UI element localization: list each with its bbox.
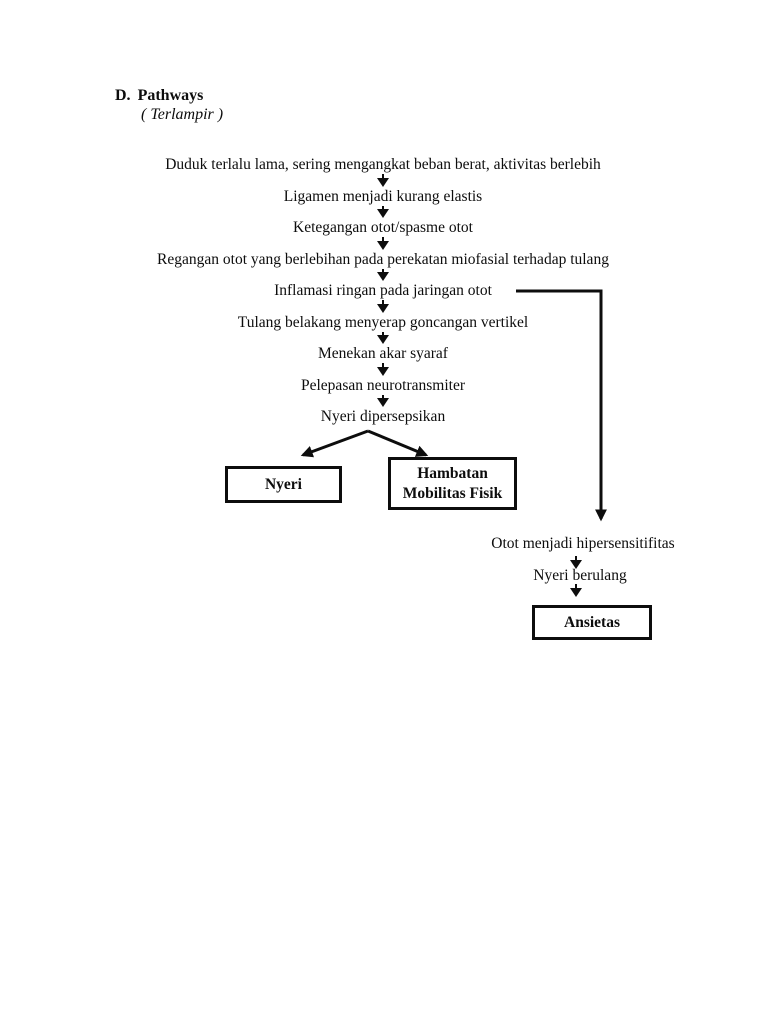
section-title: Pathways bbox=[137, 87, 204, 104]
side-branch-step: Nyeri berulang bbox=[533, 567, 627, 584]
pathway-step: Regangan otot yang berlebihan pada perek… bbox=[157, 250, 609, 268]
branch-right-arrow bbox=[367, 429, 429, 457]
section-heading: D. Pathways bbox=[115, 86, 203, 105]
down-arrow-icon bbox=[377, 237, 390, 250]
outcome-box-hambatan-mobilitas-fisik: Hambatan Mobilitas Fisik bbox=[388, 457, 517, 510]
outcome-box-label: Ansietas bbox=[564, 613, 620, 631]
side-branch-step: Otot menjadi hipersensitifitas bbox=[491, 535, 675, 552]
pathway-step: Ligamen menjadi kurang elastis bbox=[283, 187, 483, 205]
pathway-step: Ketegangan otot/spasme otot bbox=[293, 219, 473, 236]
outcome-box-label-line: Mobilitas Fisik bbox=[402, 484, 503, 502]
section-letter: D. bbox=[115, 87, 131, 104]
down-arrow-icon bbox=[377, 300, 390, 313]
outcome-box-label: Nyeri bbox=[264, 475, 302, 493]
pathway-step: Inflamasi ringan pada jaringan otot bbox=[274, 282, 492, 299]
pathway-step: Nyeri dipersepsikan bbox=[320, 408, 446, 425]
pathway-step: Tulang belakang menyerap goncangan verti… bbox=[237, 313, 529, 331]
pathway-step: Pelepasan neurotransmiter bbox=[301, 376, 465, 394]
down-arrow-icon bbox=[377, 174, 390, 187]
down-arrow-icon bbox=[570, 584, 583, 597]
pathway-step: Menekan akar syaraf bbox=[318, 345, 448, 362]
down-arrow-icon bbox=[377, 394, 390, 408]
section-subtitle: ( Terlampir ) bbox=[141, 106, 224, 123]
branch-left-arrow bbox=[300, 429, 369, 458]
outcome-box-label-line: Hambatan bbox=[417, 464, 488, 482]
outcome-box-nyeri: Nyeri bbox=[225, 466, 342, 503]
down-arrow-icon bbox=[377, 331, 390, 345]
down-arrow-icon bbox=[377, 363, 390, 376]
down-arrow-icon bbox=[570, 556, 583, 569]
pathway-step: Duduk terlalu lama, sering mengangkat be… bbox=[165, 156, 601, 173]
pathway-chain: Duduk terlalu lama, sering mengangkat be… bbox=[0, 155, 766, 426]
down-arrow-icon bbox=[377, 205, 390, 219]
outcome-box-ansietas: Ansietas bbox=[532, 605, 652, 640]
down-arrow-icon bbox=[377, 268, 390, 282]
